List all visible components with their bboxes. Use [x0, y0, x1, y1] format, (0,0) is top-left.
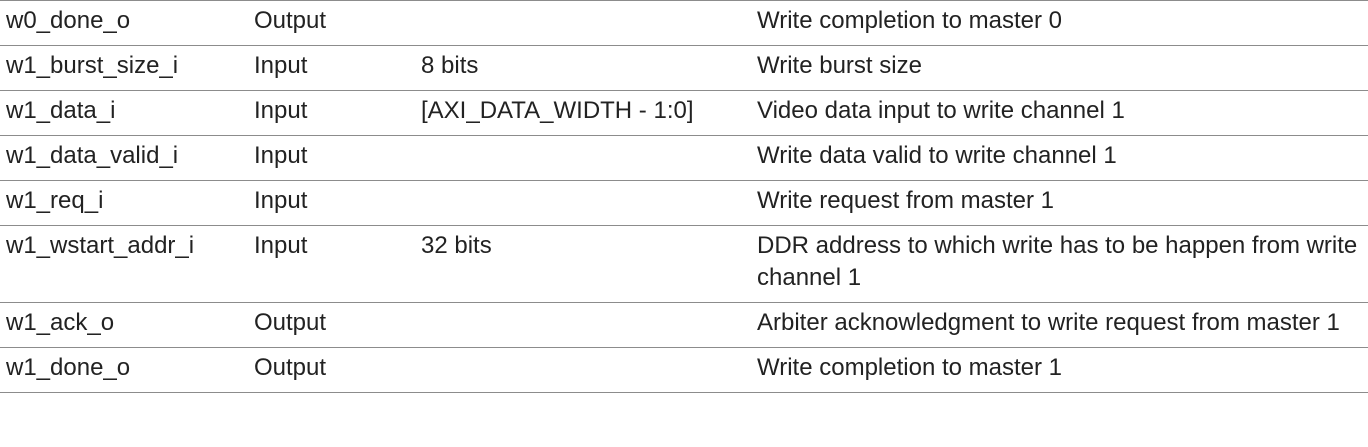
table-row: w1_data_valid_i Input Write data valid t…: [0, 135, 1368, 181]
signal-name-cell: w0_done_o: [0, 0, 254, 46]
description-cell: Write data valid to write channel 1: [757, 135, 1368, 181]
width-cell: 8 bits: [421, 45, 757, 91]
signal-name-cell: w1_data_valid_i: [0, 135, 254, 181]
direction-cell: Input: [254, 135, 421, 181]
direction-cell: Input: [254, 225, 421, 303]
direction-cell: Input: [254, 180, 421, 226]
direction-cell: Output: [254, 347, 421, 393]
signal-name-cell: w1_burst_size_i: [0, 45, 254, 91]
signal-name-cell: w1_done_o: [0, 347, 254, 393]
direction-cell: Input: [254, 45, 421, 91]
width-cell: [AXI_DATA_WIDTH - 1:0]: [421, 90, 757, 136]
table-row: w1_burst_size_i Input 8 bits Write burst…: [0, 45, 1368, 91]
table-row: w1_done_o Output Write completion to mas…: [0, 347, 1368, 393]
width-cell: [421, 302, 757, 348]
signal-table: w0_done_o Output Write completion to mas…: [0, 0, 1368, 393]
width-cell: [421, 180, 757, 226]
width-cell: [421, 0, 757, 46]
signal-name-cell: w1_ack_o: [0, 302, 254, 348]
description-cell: Write request from master 1: [757, 180, 1368, 226]
table-row: w1_ack_o Output Arbiter acknowledgment t…: [0, 302, 1368, 348]
width-cell: [421, 347, 757, 393]
description-cell: Write completion to master 1: [757, 347, 1368, 393]
description-cell: Write burst size: [757, 45, 1368, 91]
signal-name-cell: w1_data_i: [0, 90, 254, 136]
width-cell: 32 bits: [421, 225, 757, 303]
table-row: w1_data_i Input [AXI_DATA_WIDTH - 1:0] V…: [0, 90, 1368, 136]
signal-table-body: w0_done_o Output Write completion to mas…: [0, 0, 1368, 393]
table-row: w1_wstart_addr_i Input 32 bits DDR addre…: [0, 225, 1368, 303]
direction-cell: Output: [254, 0, 421, 46]
description-cell: DDR address to which write has to be hap…: [757, 225, 1368, 303]
width-cell: [421, 135, 757, 181]
direction-cell: Output: [254, 302, 421, 348]
description-cell: Video data input to write channel 1: [757, 90, 1368, 136]
table-row: w1_req_i Input Write request from master…: [0, 180, 1368, 226]
table-row: w0_done_o Output Write completion to mas…: [0, 0, 1368, 46]
description-cell: Write completion to master 0: [757, 0, 1368, 46]
direction-cell: Input: [254, 90, 421, 136]
signal-name-cell: w1_req_i: [0, 180, 254, 226]
signal-name-cell: w1_wstart_addr_i: [0, 225, 254, 303]
description-cell: Arbiter acknowledgment to write request …: [757, 302, 1368, 348]
